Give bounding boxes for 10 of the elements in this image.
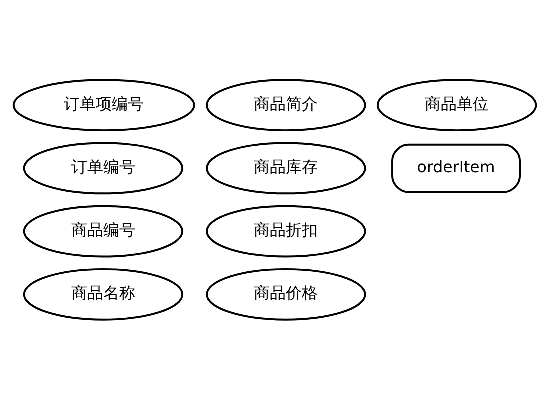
node-ellipse: 商品编号 — [23, 205, 184, 258]
node-ellipse: 商品折扣 — [206, 205, 366, 258]
node-ellipse: 商品简介 — [206, 79, 366, 132]
node-ellipse: 商品价格 — [206, 268, 366, 321]
node-ellipse: 订单编号 — [23, 142, 184, 195]
node-ellipse: 商品名称 — [23, 268, 184, 321]
node-box: orderItem — [392, 144, 521, 194]
node-ellipse: 商品单位 — [376, 79, 538, 132]
node-ellipse: 订单项编号 — [12, 79, 196, 132]
node-ellipse: 商品库存 — [206, 142, 366, 195]
